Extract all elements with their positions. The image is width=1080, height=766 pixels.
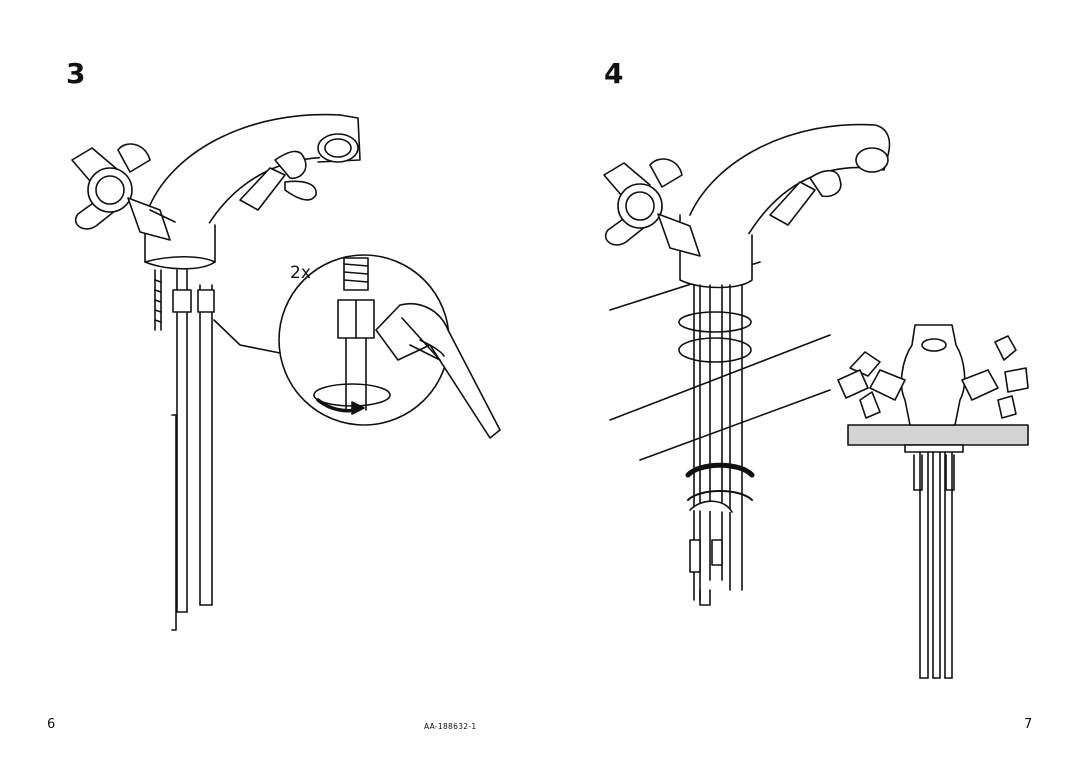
step-number-4: 4 bbox=[604, 57, 624, 90]
page-number-right: 7 bbox=[1024, 717, 1033, 732]
multiplier-label: 2x bbox=[290, 263, 311, 283]
faucet-mounting-icon bbox=[603, 123, 1029, 679]
step-number-3: 3 bbox=[66, 57, 86, 90]
faucet-hose-wrench-icon: 2x bbox=[71, 113, 501, 631]
document-code: AA-188632-1 bbox=[424, 722, 477, 731]
page-number-left: 6 bbox=[47, 717, 56, 732]
